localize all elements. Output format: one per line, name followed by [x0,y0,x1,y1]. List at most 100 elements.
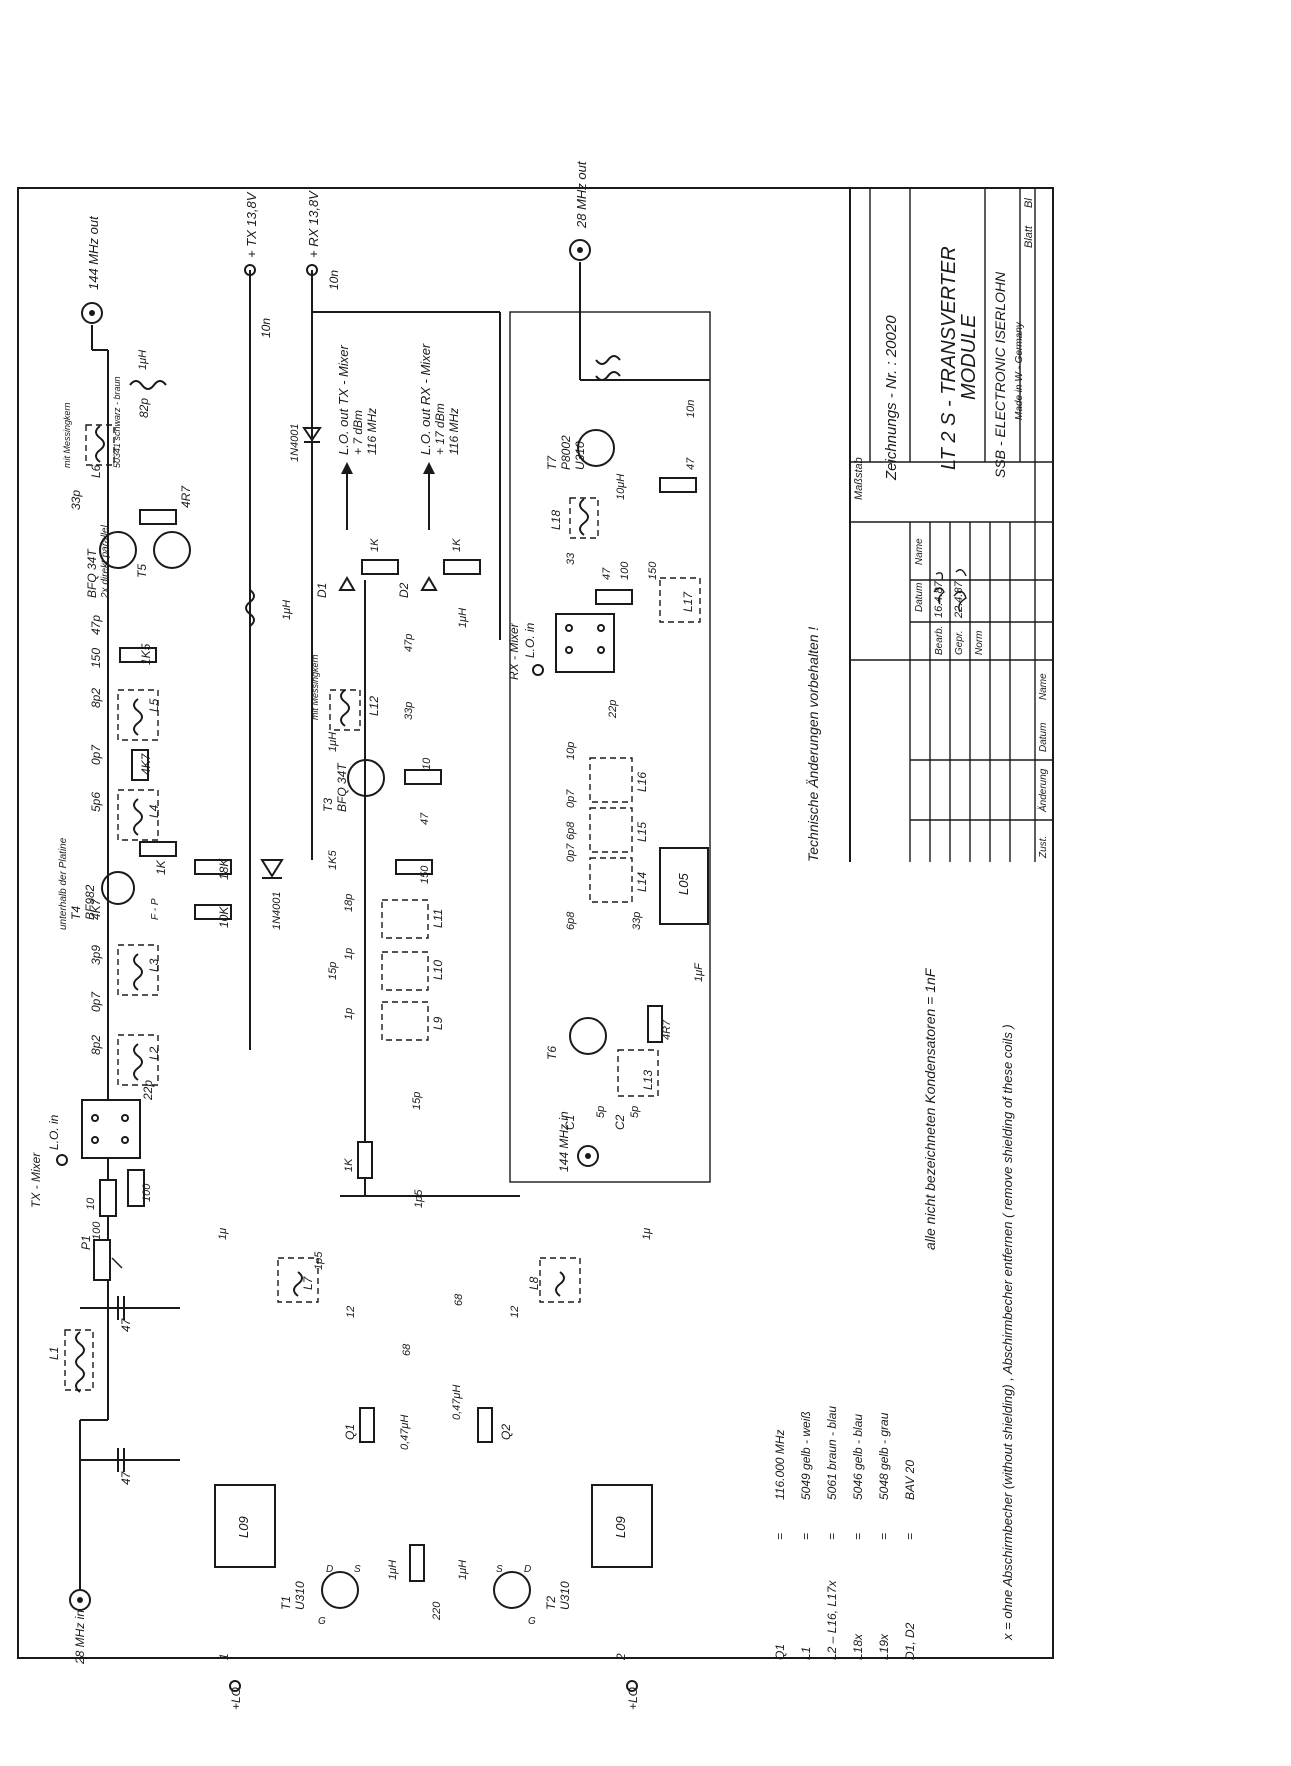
transistor-t1[interactable] [321,1571,359,1609]
transistor-t5-a[interactable] [99,531,137,569]
rx-mixer-block[interactable] [555,613,615,673]
crystal-q1[interactable] [359,1407,375,1443]
cap-33p-label: 33p [69,490,83,510]
coil-l1[interactable] [75,1331,85,1393]
inductor-t3-label: 1μH [327,732,339,752]
rx-supply-label: + RX 13,8V [306,190,321,258]
cap-33-label: 33 [565,552,577,565]
mixer-pin [121,1136,129,1144]
tx-mixer-block[interactable] [81,1099,141,1159]
regulator-l05[interactable] [659,847,709,925]
coil-l3[interactable] [133,953,143,991]
cap-33p-b-label: 33p [403,702,415,720]
parts-list-ref: Q1 [773,1644,787,1660]
resistor-1k-d2 [443,559,481,575]
parts-list-eq: = [825,1533,839,1540]
diode-1n4001-rx[interactable] [302,427,322,442]
mixer-pin [91,1136,99,1144]
rx-section-frame [509,311,711,1183]
cap-15p-label: 15p [411,1092,423,1110]
tx-mixer-lo-port[interactable] [56,1154,68,1166]
resistor-1k5 [119,647,157,663]
inductor-out[interactable] [129,380,167,390]
transistor-t4[interactable] [101,871,135,905]
cap-1p-b-label: 1p [343,948,355,960]
coil-l12-shield [329,689,361,731]
cap-8p2b-label: 8p2 [89,688,103,708]
out-144mhz-connector[interactable] [81,302,103,324]
in-144mhz-connector[interactable] [577,1145,599,1167]
cap-0p7a-label: 0p7 [89,991,103,1012]
sheet-number-label: Bl [1023,198,1035,208]
transistor-t5-b[interactable] [153,531,191,569]
out-28mhz-connector[interactable] [569,239,591,261]
coil-l12[interactable] [340,689,350,727]
cap-150-label: 150 [647,561,659,580]
t1-pin-d: D [326,1564,333,1575]
regulator-l09-b-label: L09 [613,1516,628,1538]
coil-l8[interactable] [555,1271,565,1297]
resistor-4r7-label: 4R7 [179,485,193,508]
coil-l6[interactable] [95,425,105,463]
transistor-t2[interactable] [493,1571,531,1609]
inductor-tx[interactable] [245,589,255,627]
coil-l12-label: L12 [367,696,381,716]
cap-10n-a-label: 10n [259,318,273,338]
cap-0p7d-label: 0p7 [565,789,577,808]
coil-l10-label: L10 [431,960,445,980]
inductor-tx-label: 1μH [281,600,293,620]
made-in: Made in W - Germany [1014,321,1025,420]
t4-type: BF982 [83,884,97,920]
output-transformer[interactable] [595,355,621,381]
coil-l2[interactable] [133,1043,143,1081]
cap-15p-b-label: 15p [327,962,339,980]
rx-supply-terminal[interactable] [306,264,318,276]
t1-type: U310 [293,1581,307,1610]
t1-pin-g: G [318,1616,326,1627]
resistor-18k-label: 18K [217,858,231,880]
coil-l8-label: L8 [527,1276,541,1290]
regulator-l09-a[interactable] [214,1484,276,1568]
diode-d1[interactable] [338,576,356,591]
out-144mhz-label: 144 MHz out [86,215,101,290]
mixer-pin [91,1114,99,1122]
coil-l2-shield [117,1034,159,1086]
coil-l18[interactable] [579,498,589,536]
resistor-10k-label: 10K [217,906,231,928]
cap-82p-label: 82p [137,398,151,418]
coil-l4[interactable] [133,798,143,836]
lo2-terminal[interactable] [626,1680,638,1692]
resistor-4k7b [131,749,149,781]
resistor-1k5-label: 1K5 [139,643,153,665]
tx-supply-terminal[interactable] [244,264,256,276]
drawing-border [17,187,1054,1659]
crystal-q2[interactable] [477,1407,493,1443]
pot-wiper [111,1257,123,1269]
transistor-t3[interactable] [347,759,385,797]
t2-pin-g: G [528,1616,536,1627]
transistor-t6[interactable] [569,1017,607,1055]
diode-1n4001-tx[interactable] [260,859,284,878]
transistor-t7[interactable] [577,429,615,467]
parts-list-val: 5061 braun - blau [825,1406,839,1500]
resistor-47b-label: 47 [685,457,697,470]
coil-l7-label: L7 [301,1275,315,1290]
coil-l7[interactable] [293,1271,303,1297]
inductor-rx-label: 1μH [457,608,469,628]
rx-mixer-lo-port[interactable] [532,664,544,676]
resistor-1k-d2-label: 1K [451,538,463,552]
tx-chain: 28 MHz in 144 MHz out L1 47 47 P1 100 10 [29,191,293,1665]
lo-out-rx-level: + 17 dBm [433,403,447,455]
cap-c2-label: C2 [613,1114,627,1130]
tx-mixer-label: TX - Mixer [29,1152,43,1208]
regulator-l09-b[interactable] [591,1484,653,1568]
lo1-terminal[interactable] [229,1680,241,1692]
resistor-1k5-b-label: 1K5 [327,850,339,870]
pot-p1[interactable] [93,1239,111,1281]
coil-l5[interactable] [133,698,143,736]
parts-list-eq: = [877,1533,891,1540]
diode-d2[interactable] [420,576,438,591]
diode-d2-label: D2 [397,582,411,598]
coil-l17-shield [659,577,701,623]
cap-c2-value: 5p [629,1106,641,1118]
